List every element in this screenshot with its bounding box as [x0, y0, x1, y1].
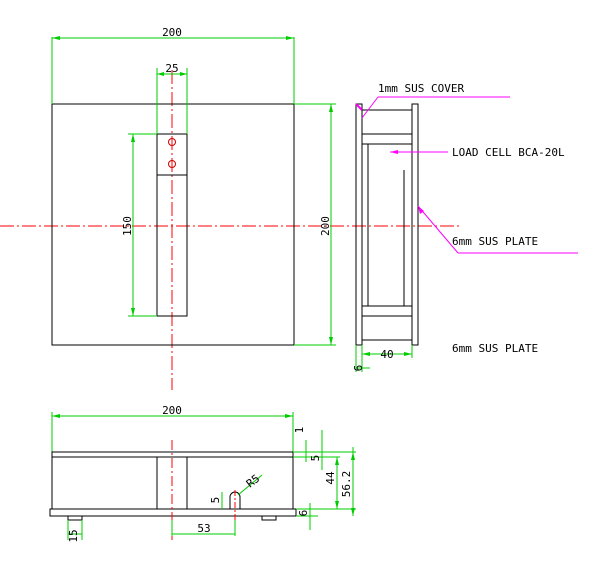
front-plate-outline — [51, 103, 295, 346]
arrow — [131, 308, 135, 316]
arrow — [52, 414, 60, 418]
arrow — [335, 457, 339, 465]
dim-text-plate-6: 6 — [352, 365, 365, 372]
arrow — [362, 352, 370, 356]
dim-text-notch-5: 5 — [209, 497, 222, 504]
arrow — [418, 206, 424, 214]
bottom-view: 200 53 5 R5 15 — [49, 404, 356, 543]
leader-plate — [417, 205, 459, 254]
label-plate-a: 6mm SUS PLATE — [452, 235, 538, 248]
label-plate-b: 6mm SUS PLATE — [452, 342, 538, 355]
leader-cover — [361, 96, 379, 119]
dim-text-radius: R5 — [244, 472, 262, 490]
arrow — [329, 337, 333, 345]
foot-left — [67, 515, 83, 521]
arrow — [286, 36, 294, 40]
arrow — [157, 72, 164, 76]
dim-text-width-200: 200 — [162, 26, 182, 39]
dim-text-depth-40: 40 — [380, 348, 393, 361]
slot-outline — [156, 133, 188, 317]
arrow — [335, 501, 339, 509]
bolt-hole-upper — [168, 138, 176, 146]
side-view: 1mm SUS COVER LOAD CELL BCA-20L 6mm SUS … — [352, 82, 578, 372]
arrow — [351, 452, 355, 460]
arrow — [285, 414, 293, 418]
dim-text-1: 1 — [293, 427, 306, 434]
arrow — [131, 134, 135, 142]
sus-cover-outline — [355, 103, 363, 346]
arrow — [180, 72, 187, 76]
dim-text-height-200: 200 — [319, 216, 332, 236]
sus-plate-outline — [411, 103, 419, 346]
dim-text-44: 44 — [324, 471, 337, 485]
bolt-hole-lower — [168, 160, 176, 168]
foot-right — [261, 515, 277, 521]
cover-marker — [355, 103, 363, 111]
dim-text-slot-length: 150 — [121, 216, 134, 236]
bottom-base-plate — [49, 508, 297, 517]
label-load-cell: LOAD CELL BCA-20L — [452, 146, 565, 159]
dim-text-56-2: 56.2 — [340, 471, 353, 498]
arrow — [351, 508, 355, 516]
dim-text-6-bottom: 6 — [297, 510, 310, 517]
arrow — [329, 104, 333, 112]
leader-r5 — [237, 474, 263, 496]
dim-text-foot-15: 15 — [67, 529, 80, 542]
arrow — [52, 36, 60, 40]
front-view: 200 25 150 200 — [0, 26, 462, 390]
dim-text-slot-width: 25 — [165, 62, 178, 75]
dim-text-5: 5 — [309, 455, 322, 462]
arrow — [404, 352, 412, 356]
label-cover: 1mm SUS COVER — [378, 82, 464, 95]
dim-text-bottom-width: 200 — [162, 404, 182, 417]
arrow — [390, 150, 398, 154]
dim-text-offset-53: 53 — [197, 522, 210, 535]
